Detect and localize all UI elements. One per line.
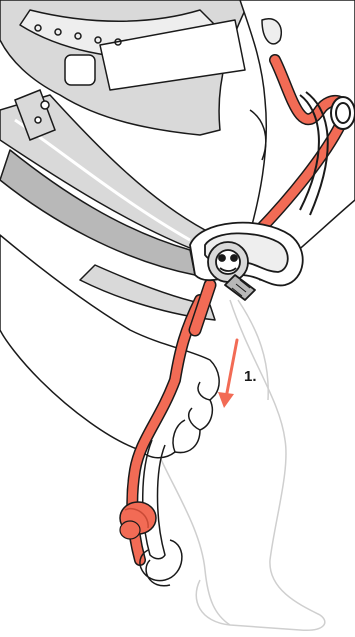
rope-knot (120, 502, 156, 539)
rope-device-exit (195, 285, 210, 330)
step-label: 1. (244, 368, 257, 385)
pull-direction-arrow (218, 340, 237, 408)
